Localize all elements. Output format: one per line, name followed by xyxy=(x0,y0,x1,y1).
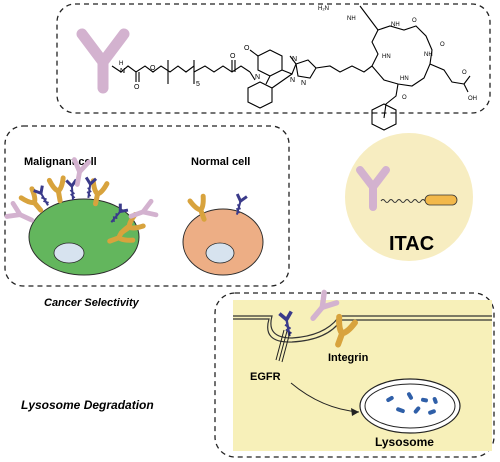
atom-n: N xyxy=(292,56,297,63)
antibody-icon xyxy=(76,28,130,94)
atom-h2n: H₂N xyxy=(318,6,329,12)
atom-n: N xyxy=(301,80,306,87)
lysosome-icon xyxy=(359,378,461,434)
cell-selectivity-panel: Malignant cell Normal cell xyxy=(4,125,290,287)
nucleus xyxy=(205,242,235,264)
normal-cell xyxy=(182,208,264,276)
cytoplasm xyxy=(233,300,492,451)
degraded-fragments xyxy=(386,392,438,415)
arrowhead xyxy=(351,408,359,416)
atom-oh: OH xyxy=(468,96,477,102)
atom-hn: HN xyxy=(382,54,391,60)
structure-panel-border xyxy=(56,3,491,114)
itac-circle xyxy=(345,133,473,261)
degradation-panel: EGFR Integrin Lysosome xyxy=(214,292,495,458)
atom-o: O xyxy=(440,42,445,48)
atom-n: N xyxy=(290,77,295,84)
cancer-selectivity-caption: Cancer Selectivity xyxy=(44,297,140,309)
atom-h: H xyxy=(119,61,123,67)
atom-hn: HN xyxy=(400,76,409,82)
degradation-panel-border xyxy=(214,292,495,458)
conjugate-structure-panel: H N O O 5 O N O N N N H₂N NH xyxy=(56,3,491,131)
atom-n: N xyxy=(255,74,260,81)
atom-o: O xyxy=(244,45,250,52)
repeat-subscript: 5 xyxy=(196,81,200,88)
lysosome-degradation-caption: Lysosome Degradation xyxy=(21,398,154,412)
malignant-cell xyxy=(28,198,140,276)
peptide-tag xyxy=(424,194,458,206)
integrin-label: Integrin xyxy=(328,352,369,364)
linker-icon xyxy=(380,199,426,203)
nucleus xyxy=(53,242,85,264)
lysosome-label: Lysosome xyxy=(375,435,434,449)
atom-o: O xyxy=(402,95,407,101)
cyclic-rgd-peptide xyxy=(359,5,471,131)
atom-n: N xyxy=(120,68,125,75)
atom-o: O xyxy=(230,53,236,60)
peg-linker-chain xyxy=(111,60,256,84)
egfr-label: EGFR xyxy=(250,371,281,383)
normal-cell-label: Normal cell xyxy=(191,156,250,168)
antibody-icon xyxy=(356,166,390,211)
atom-o: O xyxy=(150,65,156,72)
atom-nh: NH xyxy=(424,52,433,58)
atom-o: O xyxy=(462,70,467,76)
atom-nh-imine: NH xyxy=(347,16,356,22)
atom-nh: NH xyxy=(391,22,400,28)
itac-label: ITAC xyxy=(389,233,434,255)
itac-schematic: ITAC xyxy=(345,133,473,261)
egfr-stalk xyxy=(275,329,291,363)
cells-panel-border xyxy=(4,125,290,287)
dbco-triazole-core xyxy=(247,49,373,109)
atom-o: O xyxy=(134,84,140,91)
cell-membrane xyxy=(233,315,492,339)
atom-o: O xyxy=(412,18,417,24)
